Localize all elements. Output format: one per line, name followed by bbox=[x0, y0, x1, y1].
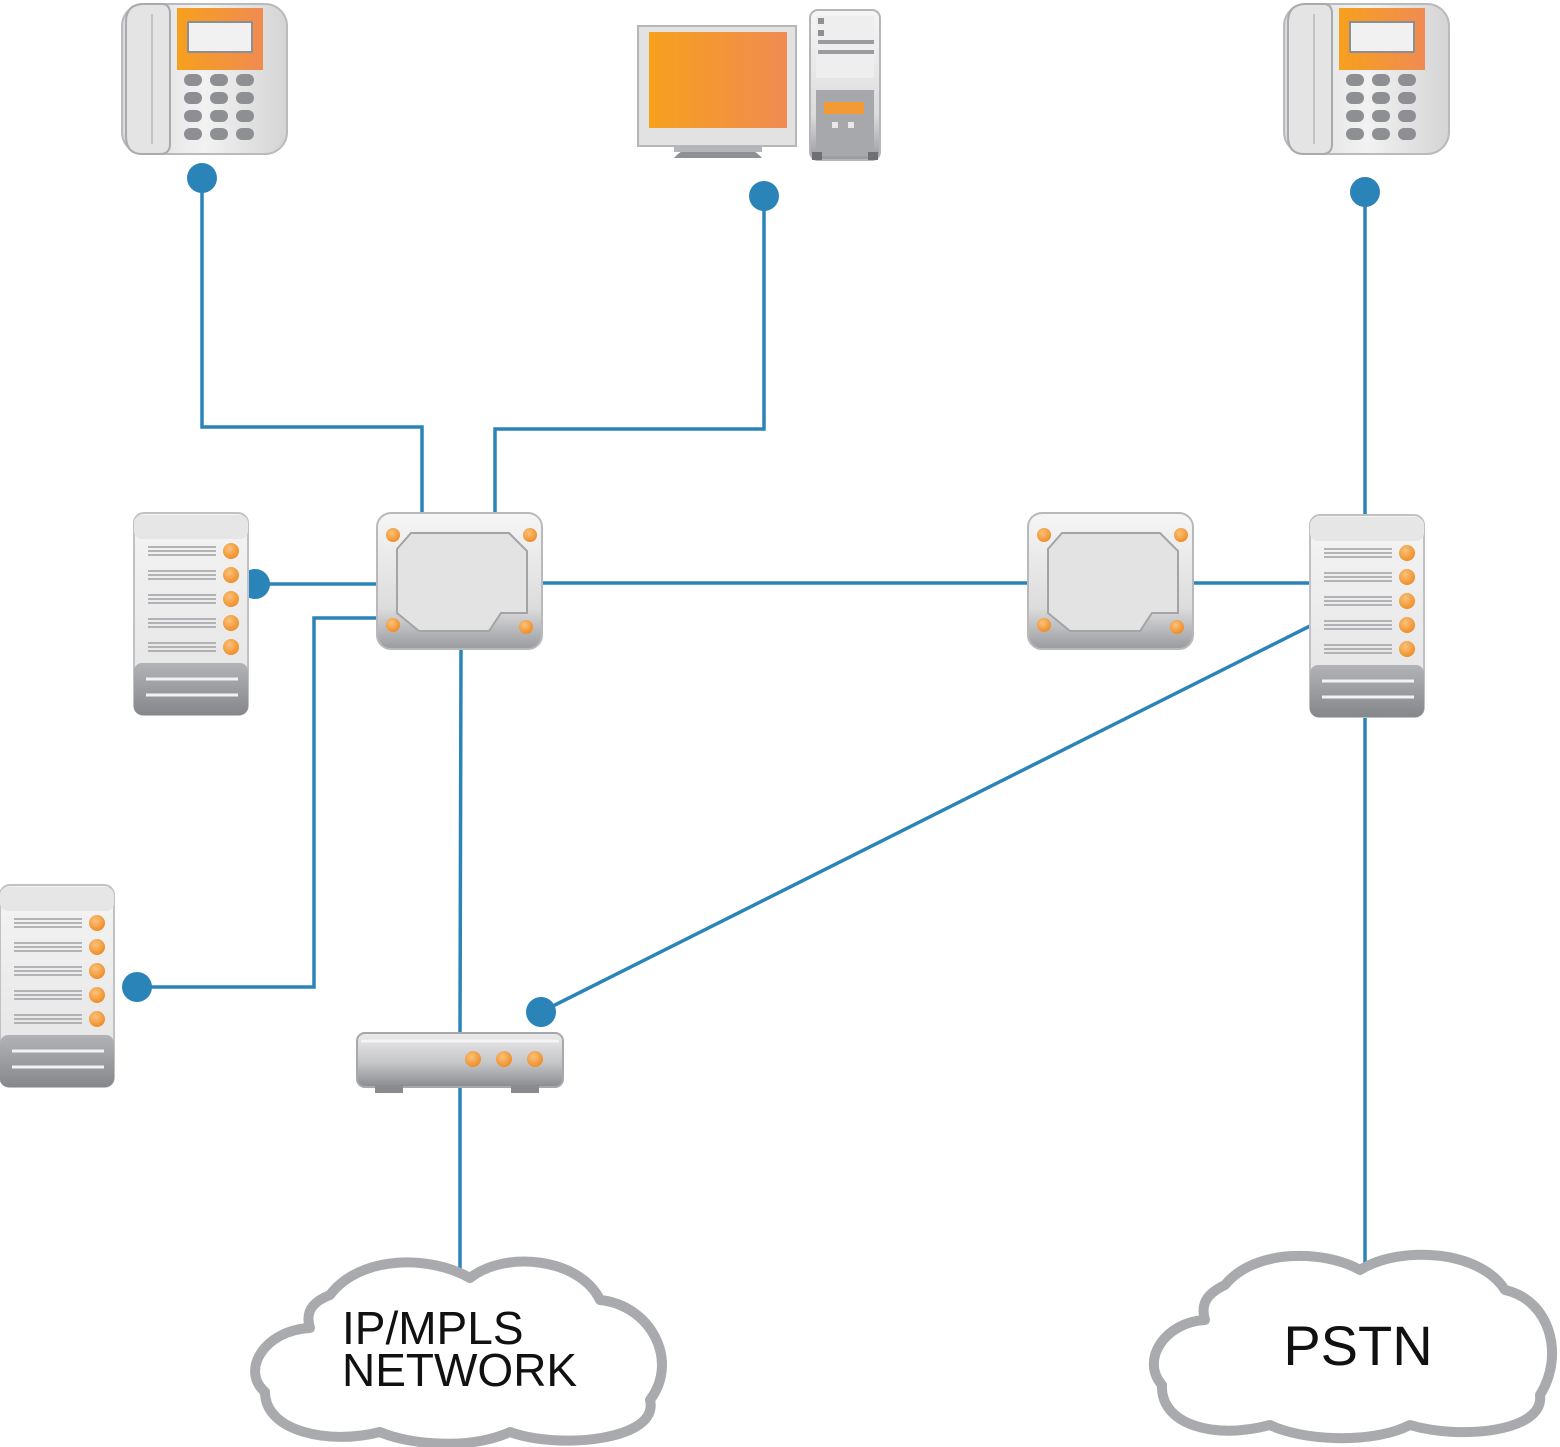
server-slots bbox=[1324, 548, 1392, 654]
endpoint-dot bbox=[526, 997, 556, 1027]
router-icon[interactable] bbox=[356, 1032, 564, 1093]
endpoint-dot bbox=[1350, 177, 1380, 207]
endpoint-dot bbox=[122, 972, 152, 1002]
server-leds bbox=[1399, 545, 1415, 657]
keypad-icon bbox=[1346, 74, 1416, 140]
switch-leds bbox=[1037, 528, 1188, 634]
server-base bbox=[134, 663, 248, 715]
tower-icon bbox=[809, 9, 881, 161]
switch-panel bbox=[396, 532, 528, 632]
endpoint-dot bbox=[749, 181, 779, 211]
server-base bbox=[1310, 665, 1424, 717]
keypad-icon bbox=[184, 74, 254, 140]
desktop-computer-icon[interactable] bbox=[637, 9, 881, 161]
pstn-cloud[interactable]: PSTN bbox=[1148, 1249, 1558, 1444]
links bbox=[137, 178, 1367, 1278]
cloud-outline bbox=[1148, 1249, 1558, 1444]
link-switch-to-server-bottom-left bbox=[137, 616, 378, 989]
switch-panel bbox=[1047, 532, 1179, 632]
server-icon[interactable] bbox=[0, 884, 115, 1088]
link-switch-to-router bbox=[458, 646, 463, 1036]
ip-mpls-label-line1: IP/MPLS bbox=[342, 1302, 524, 1354]
endpoint-dot bbox=[187, 163, 217, 193]
link-phone-left-to-switch bbox=[200, 178, 424, 515]
switch-icon[interactable] bbox=[1027, 512, 1194, 650]
server-slots bbox=[14, 918, 82, 1024]
switch-leds bbox=[386, 528, 537, 634]
pstn-label: PSTN bbox=[1283, 1314, 1432, 1377]
router-foot bbox=[511, 1085, 539, 1093]
link-workstation-to-switch bbox=[493, 196, 766, 515]
server-icon[interactable] bbox=[1309, 514, 1425, 718]
server-base bbox=[0, 1035, 114, 1087]
switch-icon[interactable] bbox=[376, 512, 543, 650]
server-leds bbox=[89, 915, 105, 1027]
desk-phone-icon[interactable] bbox=[1283, 3, 1450, 155]
desk-phone-icon[interactable] bbox=[121, 3, 288, 155]
router-body bbox=[356, 1032, 564, 1088]
monitor-screen bbox=[649, 32, 787, 128]
ip-mpls-label-line2: NETWORK bbox=[342, 1344, 577, 1396]
handset-icon bbox=[1287, 3, 1333, 155]
router-foot bbox=[375, 1085, 403, 1093]
cloud-outline bbox=[250, 1256, 667, 1447]
router-leds bbox=[465, 1051, 543, 1067]
link-server-right-to-router bbox=[540, 623, 1313, 1014]
handset-icon bbox=[125, 3, 171, 155]
server-slots bbox=[148, 546, 216, 652]
server-leds bbox=[223, 543, 239, 655]
server-icon[interactable] bbox=[133, 512, 249, 716]
ip-mpls-cloud[interactable]: IP/MPLS NETWORK bbox=[250, 1256, 667, 1447]
